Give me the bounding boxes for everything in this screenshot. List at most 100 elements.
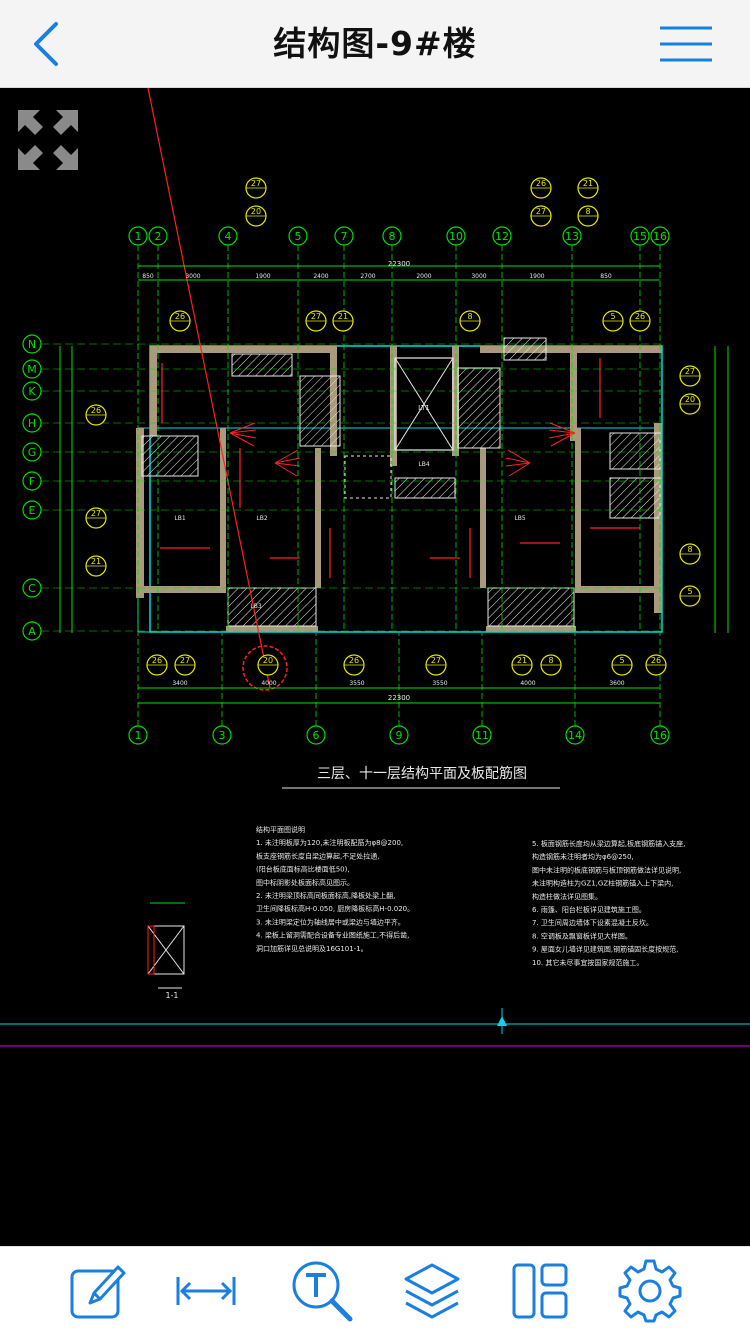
detail-bubble-15: 20	[257, 654, 279, 676]
svg-text:F: F	[29, 475, 35, 488]
svg-text:8: 8	[389, 230, 396, 243]
dim-bottom-2: 3550	[349, 680, 364, 687]
svg-text:20: 20	[251, 207, 261, 216]
axis-left-C: C	[22, 578, 42, 598]
detail-bubble-3: 8	[459, 310, 481, 332]
notes-right-line-7: 8. 空调板及飘窗板详见大样图。	[532, 931, 632, 940]
drawing-title: 三层、十一层结构平面及板配筋图	[317, 765, 527, 782]
svg-text:8: 8	[548, 656, 553, 665]
svg-text:8: 8	[585, 207, 590, 216]
svg-text:21: 21	[517, 656, 527, 665]
axis-top-4: 4	[218, 226, 238, 633]
detail-bubble-4: 5	[602, 310, 624, 332]
axis-top-13: 13	[562, 226, 582, 633]
svg-text:5: 5	[610, 312, 615, 321]
detail-bubble-2: 21	[332, 310, 354, 332]
svg-text:H: H	[28, 417, 36, 430]
svg-text:26: 26	[635, 312, 645, 321]
dim-top-8: 850	[600, 273, 612, 280]
layout-tool[interactable]	[506, 1257, 574, 1325]
detail-bubble-24: 26	[530, 177, 552, 199]
axis-left-E: E	[22, 500, 42, 520]
dim-bottom-4: 4000	[520, 680, 535, 687]
svg-text:27: 27	[180, 656, 190, 665]
notes-right-line-1: 构造钢筋未注明者均为φ6@250,	[532, 852, 634, 861]
settings-tool[interactable]	[616, 1257, 684, 1325]
axis-left-G: G	[22, 442, 42, 462]
detail-bubbles: 26 27 21 8 5 26 27 20 26 27 21 8 5 26 27 20 26 27 21 8 5 26 27…	[85, 177, 701, 676]
detail-bubble-18: 21	[511, 654, 533, 676]
detail-bubble-21: 26	[645, 654, 667, 676]
svg-text:2: 2	[155, 230, 162, 243]
detail-bubble-0: 26	[169, 310, 191, 332]
layers-tool[interactable]	[398, 1257, 466, 1325]
svg-text:27: 27	[91, 509, 101, 518]
axis-bottom-1: 1	[128, 633, 148, 745]
axis-left-K: K	[22, 381, 42, 401]
notes-left-line-5: 2. 未注明梁顶标高同板面标高,降板处梁上翻,	[256, 891, 395, 900]
notes-left-line-7: 3. 未注明梁定位为轴线居中或梁边与墙边平齐。	[256, 917, 405, 926]
svg-text:20: 20	[263, 656, 273, 665]
svg-text:K: K	[28, 385, 36, 398]
expand-arrows-icon	[18, 110, 78, 170]
detail-bubble-5: 26	[629, 310, 651, 332]
notes-left-line-1: 1. 未注明板厚为120,未注明板配筋为φ8@200,	[256, 838, 403, 847]
back-button[interactable]	[22, 14, 82, 74]
page-title: 结构图-9#楼	[273, 24, 477, 63]
axis-bottom-11: 11	[472, 633, 492, 745]
svg-text:1: 1	[135, 729, 142, 742]
detail-bubble-13: 26	[146, 654, 168, 676]
measure-tool[interactable]	[172, 1257, 240, 1325]
axis-left-A: A	[22, 621, 42, 641]
svg-text:27: 27	[431, 656, 441, 665]
svg-text:A: A	[28, 625, 36, 638]
svg-text:27: 27	[536, 207, 546, 216]
detail-bubble-9: 27	[85, 507, 107, 529]
svg-text:9: 9	[396, 729, 403, 742]
svg-text:G: G	[28, 446, 37, 459]
room-label-0: LB1	[174, 515, 185, 522]
notes-left-line-0: 结构平面图说明	[256, 825, 305, 834]
svg-text:21: 21	[338, 312, 348, 321]
menu-button[interactable]	[656, 22, 716, 68]
axis-top-8: 8	[382, 226, 402, 633]
dim-top-5: 2000	[416, 273, 431, 280]
notes-right: 5. 板面钢筋长度均从梁边算起,板底钢筋锚入支座, 构造钢筋未注明者均为φ6@2…	[532, 839, 685, 967]
detail-bubble-12: 5	[679, 585, 701, 607]
dim-bottom-3: 3550	[432, 680, 447, 687]
fullscreen-button[interactable]	[16, 108, 80, 172]
room-label-4: LB5	[514, 515, 525, 522]
dim-top-3: 2400	[313, 273, 328, 280]
axis-top-2: 2	[148, 226, 168, 633]
total-dimension-top: 22300	[388, 260, 410, 268]
svg-text:27: 27	[311, 312, 321, 321]
annotate-tool[interactable]	[64, 1257, 132, 1325]
svg-text:26: 26	[175, 312, 185, 321]
notes-right-line-3: 未注明构造柱为GZ1,GZ柱钢筋锚入上下梁内,	[532, 879, 673, 888]
text-search-tool[interactable]	[288, 1257, 356, 1325]
svg-text:12: 12	[495, 230, 509, 243]
svg-text:16: 16	[653, 729, 667, 742]
axis-top-5: 5	[288, 226, 308, 633]
axis-top-1: 1	[128, 226, 148, 633]
svg-text:21: 21	[91, 557, 101, 566]
notes-left-line-6: 卫生间降板标高H-0.050, 厨房降板标高H-0.020。	[256, 904, 414, 913]
svg-text:26: 26	[91, 406, 101, 415]
detail-bubble-8: 26	[85, 404, 107, 426]
notes-right-line-5: 6. 雨篷、阳台栏板详见建筑施工图。	[532, 905, 646, 914]
axis-bottom-3: 3	[212, 633, 232, 745]
svg-text:27: 27	[685, 367, 695, 376]
svg-text:10: 10	[449, 230, 463, 243]
detail-bubble-26: 21	[577, 177, 599, 199]
axis-bottom-6: 6	[306, 633, 326, 745]
dim-top-7: 1900	[529, 273, 544, 280]
notes-right-line-6: 7. 卫生间周边墙体下设素混凝土反坎。	[532, 918, 653, 927]
svg-text:C: C	[28, 582, 36, 595]
